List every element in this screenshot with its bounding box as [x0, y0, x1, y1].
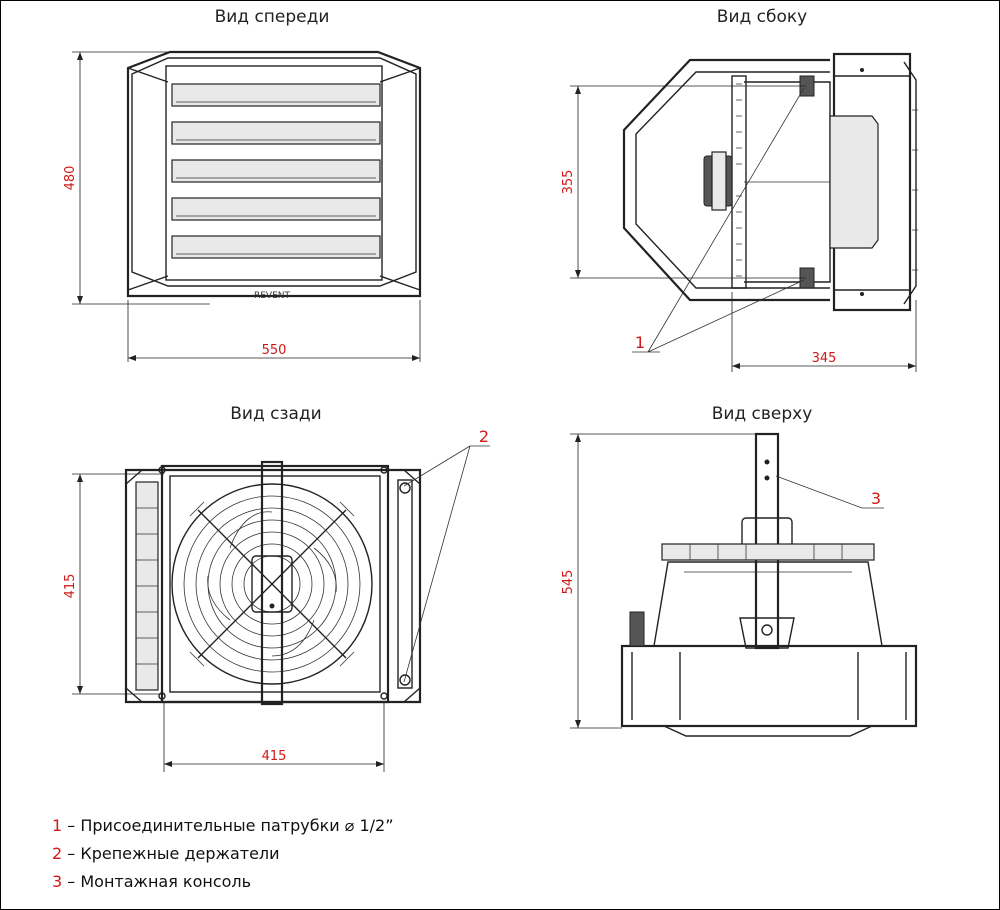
dim-back-width: 415 — [262, 749, 287, 764]
top-pipe — [629, 611, 645, 647]
top-view: 545 3 — [561, 432, 918, 737]
view-title-top: Вид сверху — [712, 404, 813, 424]
front-logo: REVENT — [254, 291, 291, 301]
front-louvres — [171, 83, 381, 259]
legend-number-1: 1 — [52, 816, 63, 835]
view-title-back: Вид сзади — [230, 404, 321, 424]
dim-side-depth: 345 — [812, 351, 837, 366]
view-title-front: Вид спереди — [215, 7, 330, 27]
back-fan-guard — [171, 483, 373, 685]
callout-3: 3 — [871, 489, 881, 508]
legend-number-3: 3 — [52, 872, 63, 891]
back-panel — [160, 464, 390, 704]
front-view: REVENT 480 550 — [63, 50, 422, 362]
top-exchanger — [620, 644, 918, 728]
top-louvres — [661, 543, 875, 561]
legend-text-2: – Крепежные держатели — [62, 844, 280, 863]
callout-1: 1 — [635, 333, 645, 352]
back-side-louvres — [135, 481, 159, 691]
legend-item-3: 3 – Монтажная консоль — [52, 868, 394, 896]
dim-front-width: 550 — [262, 343, 287, 358]
legend-item-1: 1 – Присоединительные патрубки ⌀ 1/2” — [52, 812, 394, 840]
legend-item-2: 2 – Крепежные держатели — [52, 840, 394, 868]
dim-top-height: 545 — [561, 570, 576, 595]
legend: 1 – Присоединительные патрубки ⌀ 1/2” 2 … — [52, 812, 394, 896]
back-connection-pipes — [397, 479, 413, 689]
dim-back-height: 415 — [63, 574, 78, 599]
dim-side-height: 355 — [561, 170, 576, 195]
top-console — [754, 432, 780, 650]
dim-front-height: 480 — [63, 166, 78, 191]
side-view: 355 345 1 — [561, 52, 918, 372]
legend-text-1: – Присоединительные патрубки ⌀ 1/2” — [62, 816, 394, 835]
view-title-side: Вид сбоку — [717, 7, 807, 27]
front-grille — [165, 65, 383, 281]
legend-number-2: 2 — [52, 844, 63, 863]
back-housing — [124, 468, 422, 704]
callout-2: 2 — [479, 427, 489, 446]
back-view: 415 415 2 — [63, 427, 490, 772]
back-bracket — [260, 460, 284, 706]
side-bracket — [622, 58, 830, 302]
legend-text-3: – Монтажная консоль — [62, 872, 252, 891]
